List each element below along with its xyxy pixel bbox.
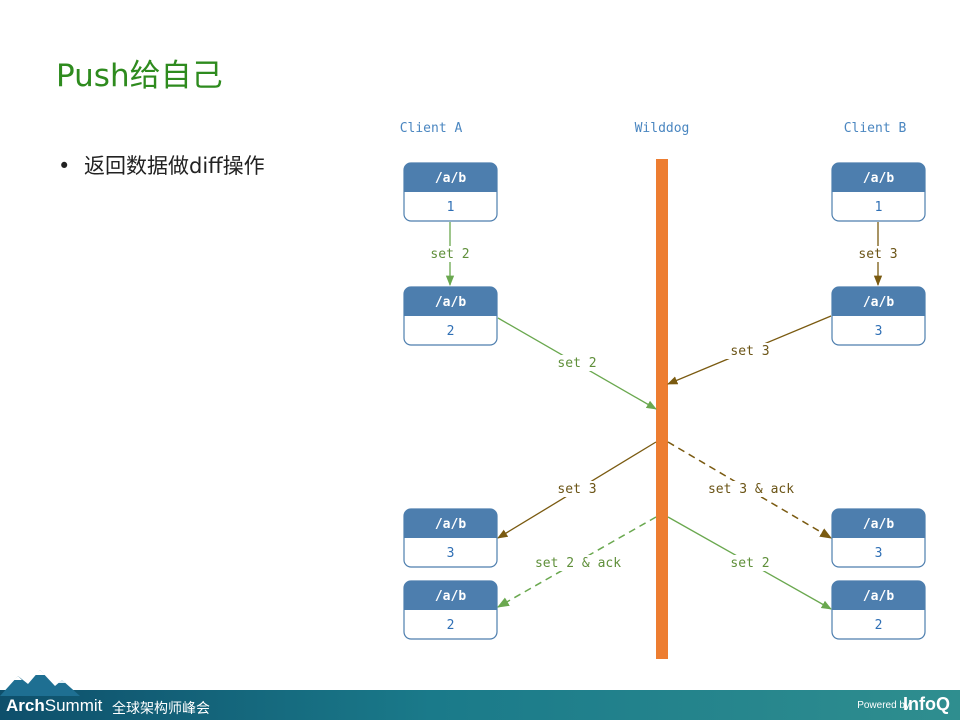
- node-box-a3: /a/b 3: [403, 508, 498, 568]
- bullet-text: 返回数据做diff操作: [84, 154, 265, 178]
- column-header-wilddog: Wilddog: [635, 121, 690, 136]
- node-value: 2: [875, 618, 883, 633]
- node-path-label: /a/b: [863, 517, 894, 532]
- infoq-logo: InfoQ: [903, 694, 950, 714]
- node-path-label: /a/b: [435, 171, 466, 186]
- node-path-label: /a/b: [435, 589, 466, 604]
- label-a-to-server: set 2: [557, 356, 596, 371]
- label-server-to-b-ack: set 3 & ack: [708, 482, 794, 497]
- node-box-b2: /a/b 3: [831, 286, 926, 346]
- slide-title: Push给自己: [56, 58, 223, 94]
- label-server-to-a-ack: set 2 & ack: [535, 556, 621, 571]
- footer-bar: [0, 690, 960, 720]
- arrow-server-to-b-ack: [667, 441, 833, 539]
- brand-subtitle: 全球架构师峰会: [112, 701, 210, 717]
- label-b-set3: set 3: [858, 247, 897, 262]
- archsummit-mountain-logo-icon: [0, 670, 80, 696]
- sync-diagram: Client A Wilddog Client B set 2 set 3 se…: [400, 121, 926, 659]
- column-header-client-b: Client B: [844, 121, 907, 136]
- node-box-a1: /a/b 1: [403, 162, 498, 222]
- node-box-a2: /a/b 2: [403, 286, 498, 346]
- node-value: 1: [447, 200, 455, 215]
- node-path-label: /a/b: [435, 517, 466, 532]
- wilddog-server-bar: [656, 159, 668, 659]
- node-value: 2: [447, 618, 455, 633]
- label-a-set2: set 2: [430, 247, 469, 262]
- node-value: 3: [875, 546, 883, 561]
- node-path-label: /a/b: [863, 171, 894, 186]
- node-path-label: /a/b: [863, 295, 894, 310]
- bullet-item: • 返回数据做diff操作: [58, 150, 265, 180]
- node-value: 3: [875, 324, 883, 339]
- powered-by-text: Powered by: [857, 700, 910, 711]
- node-box-a4: /a/b 2: [403, 580, 498, 640]
- node-box-b3: /a/b 3: [831, 508, 926, 568]
- node-path-label: /a/b: [435, 295, 466, 310]
- node-path-label: /a/b: [863, 589, 894, 604]
- node-value: 1: [875, 200, 883, 215]
- node-value: 3: [447, 546, 455, 561]
- label-server-to-a-set3: set 3: [557, 482, 596, 497]
- brand-logo: ArchSummit: [6, 696, 103, 715]
- label-server-to-b-set2: set 2: [730, 556, 769, 571]
- label-b-to-server: set 3: [730, 344, 769, 359]
- node-box-b1: /a/b 1: [831, 162, 926, 222]
- column-header-client-a: Client A: [400, 121, 463, 136]
- node-value: 2: [447, 324, 455, 339]
- node-box-b4: /a/b 2: [831, 580, 926, 640]
- bullet-dot-icon: •: [58, 154, 71, 178]
